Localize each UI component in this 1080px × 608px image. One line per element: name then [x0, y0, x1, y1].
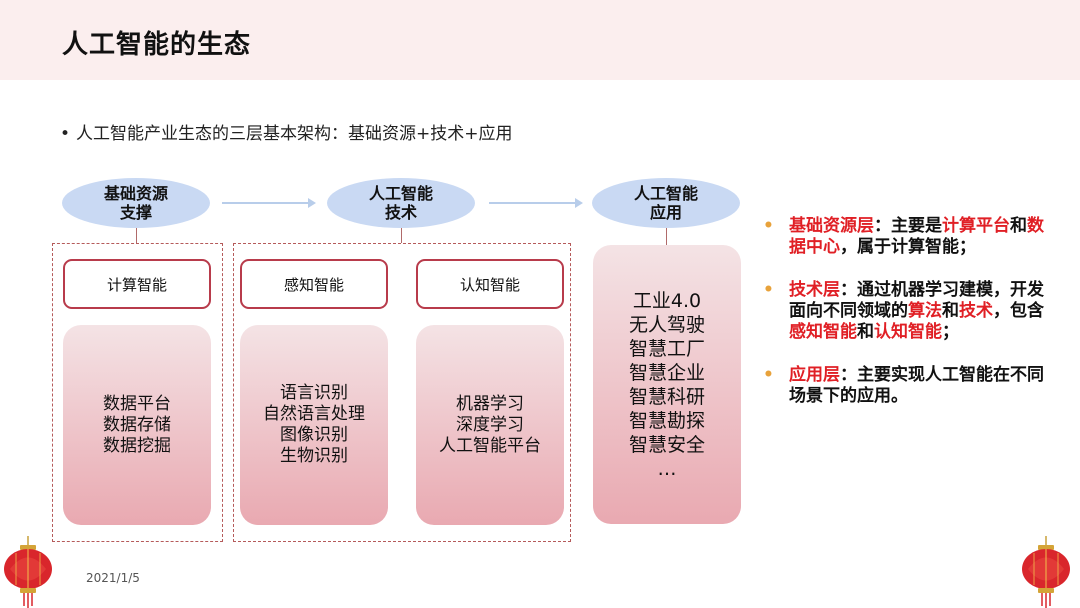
panel-item: 工业4.0	[632, 289, 702, 312]
layer-foundation: 基础资源支撑	[62, 178, 210, 228]
arrow-right-icon	[489, 198, 583, 208]
panel-item: …	[657, 457, 677, 480]
layer-technology: 人工智能技术	[327, 178, 475, 228]
panel-item: 数据平台	[103, 393, 171, 414]
note-technology: •技术层：通过机器学习建模，开发面向不同领域的算法和技术，包含感知智能和认知智能…	[763, 280, 1044, 342]
category-cognition: 认知智能	[416, 259, 564, 309]
panel-item: 智慧企业	[628, 361, 705, 384]
layer-foundation-line1: 基础资源	[103, 184, 168, 203]
panel-item: 自然语言处理	[263, 404, 365, 424]
panel-item: 机器学习	[456, 393, 524, 414]
layer-technology-line1: 人工智能	[368, 184, 433, 203]
layer-technology-line2: 技术	[384, 203, 417, 222]
panel-perception: 语言识别 自然语言处理 图像识别 生物识别	[240, 325, 388, 525]
panel-cognition: 机器学习 深度学习 人工智能平台	[416, 325, 564, 525]
header-bar	[0, 0, 1080, 80]
panel-item: 智慧安全	[628, 433, 705, 456]
note-foundation: •基础资源层：主要是计算平台和数据中心，属于计算智能；	[763, 216, 1044, 257]
lantern-icon	[1022, 536, 1070, 608]
slide-date: 2021/1/5	[86, 571, 140, 585]
panel-item: 智慧工厂	[628, 337, 705, 360]
bullet-dot: •	[763, 365, 774, 385]
layer-application-line1: 人工智能	[633, 184, 698, 203]
bullet-dot: •	[60, 124, 71, 144]
connector-line	[401, 228, 402, 243]
panel-item: 数据存储	[103, 414, 171, 435]
panel-application: 工业4.0 无人驾驶 智慧工厂 智慧企业 智慧科研 智慧勘探 智慧安全 …	[593, 245, 741, 524]
panel-item: 图像识别	[280, 425, 348, 445]
notes-list: •基础资源层：主要是计算平台和数据中心，属于计算智能； •技术层：通过机器学习建…	[763, 216, 1053, 429]
lantern-icon	[4, 536, 52, 608]
panel-item: 智慧勘探	[628, 409, 705, 432]
panel-item: 深度学习	[456, 414, 524, 435]
panel-item: 智慧科研	[628, 385, 705, 408]
panel-item: 数据挖掘	[103, 435, 171, 456]
category-compute: 计算智能	[63, 259, 211, 309]
note-application: •应用层：主要实现人工智能在不同场景下的应用。	[763, 365, 1044, 406]
layer-application: 人工智能应用	[592, 178, 740, 228]
foundation-group	[52, 243, 223, 542]
connector-line	[136, 228, 137, 243]
intro-bullet: •人工智能产业生态的三层基本架构：基础资源+技术+应用	[60, 119, 513, 144]
arrow-right-icon	[222, 198, 316, 208]
panel-item: 语言识别	[280, 383, 348, 403]
layer-foundation-line2: 支撑	[119, 203, 152, 222]
panel-item: 人工智能平台	[439, 435, 541, 456]
bullet-dot: •	[763, 216, 774, 236]
connector-line	[666, 228, 667, 245]
bullet-dot: •	[763, 280, 774, 300]
panel-compute: 数据平台 数据存储 数据挖掘	[63, 325, 211, 525]
panel-item: 无人驾驶	[628, 313, 705, 336]
category-perception: 感知智能	[240, 259, 388, 309]
intro-text: 人工智能产业生态的三层基本架构：基础资源+技术+应用	[76, 124, 513, 144]
panel-item: 生物识别	[280, 446, 348, 466]
technology-group	[233, 243, 571, 542]
layer-application-line2: 应用	[649, 203, 682, 222]
page-title: 人工智能的生态	[62, 30, 252, 60]
